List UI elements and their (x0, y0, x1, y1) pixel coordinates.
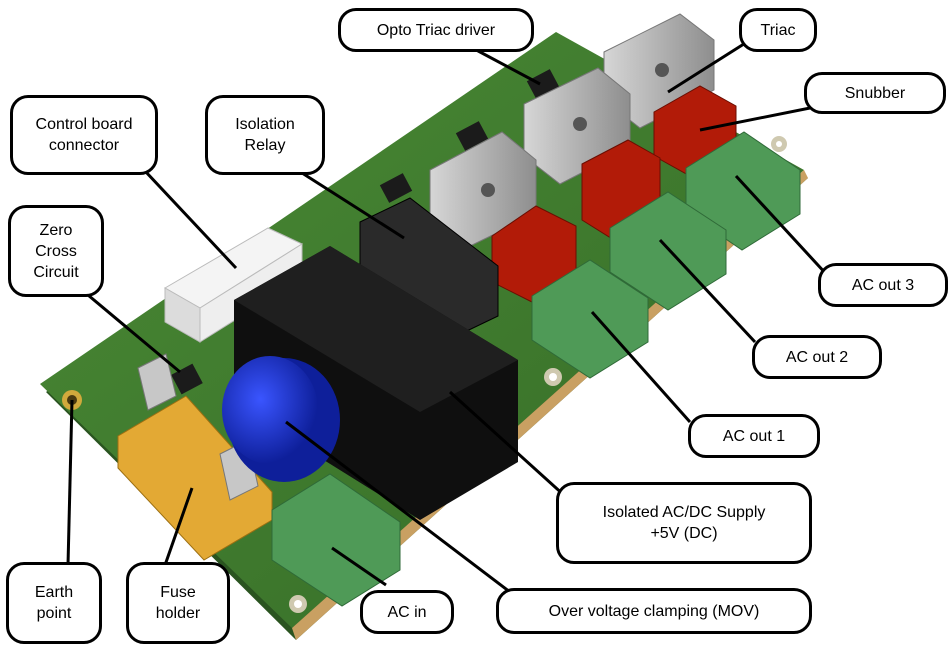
callout-over-voltage-clamping: Over voltage clamping (MOV) (496, 588, 812, 634)
callout-isolated-ac-dc-supply: Isolated AC/DC Supply +5V (DC) (556, 482, 812, 564)
callout-ac-out-1: AC out 1 (688, 414, 820, 458)
label-ac-out-3: AC out 3 (852, 275, 914, 296)
label-isolation-relay: Isolation Relay (235, 114, 295, 156)
label-over-voltage-clamping: Over voltage clamping (MOV) (549, 601, 760, 622)
callout-earth-point: Earth point (6, 562, 102, 644)
label-isolated-ac-dc-supply: Isolated AC/DC Supply +5V (DC) (603, 502, 766, 544)
label-ac-out-2: AC out 2 (786, 347, 848, 368)
label-earth-point: Earth point (35, 582, 73, 624)
callout-opto-triac-driver: Opto Triac driver (338, 8, 534, 52)
label-triac: Triac (761, 20, 796, 41)
label-opto-triac-driver: Opto Triac driver (377, 20, 495, 41)
callout-fuse-holder: Fuse holder (126, 562, 230, 644)
callout-triac: Triac (739, 8, 817, 52)
callout-ac-out-2: AC out 2 (752, 335, 882, 379)
label-ac-out-1: AC out 1 (723, 426, 785, 447)
callout-ac-out-3: AC out 3 (818, 263, 948, 307)
callout-zero-cross-circuit: Zero Cross Circuit (8, 205, 104, 297)
callout-ac-in: AC in (360, 590, 454, 634)
callout-isolation-relay: Isolation Relay (205, 95, 325, 175)
label-ac-in: AC in (387, 602, 426, 623)
label-fuse-holder: Fuse holder (156, 582, 200, 624)
label-snubber: Snubber (845, 83, 906, 104)
callout-snubber: Snubber (804, 72, 946, 114)
label-control-board-connector: Control board connector (36, 114, 133, 156)
label-zero-cross-circuit: Zero Cross Circuit (33, 220, 78, 283)
callout-control-board-connector: Control board connector (10, 95, 158, 175)
